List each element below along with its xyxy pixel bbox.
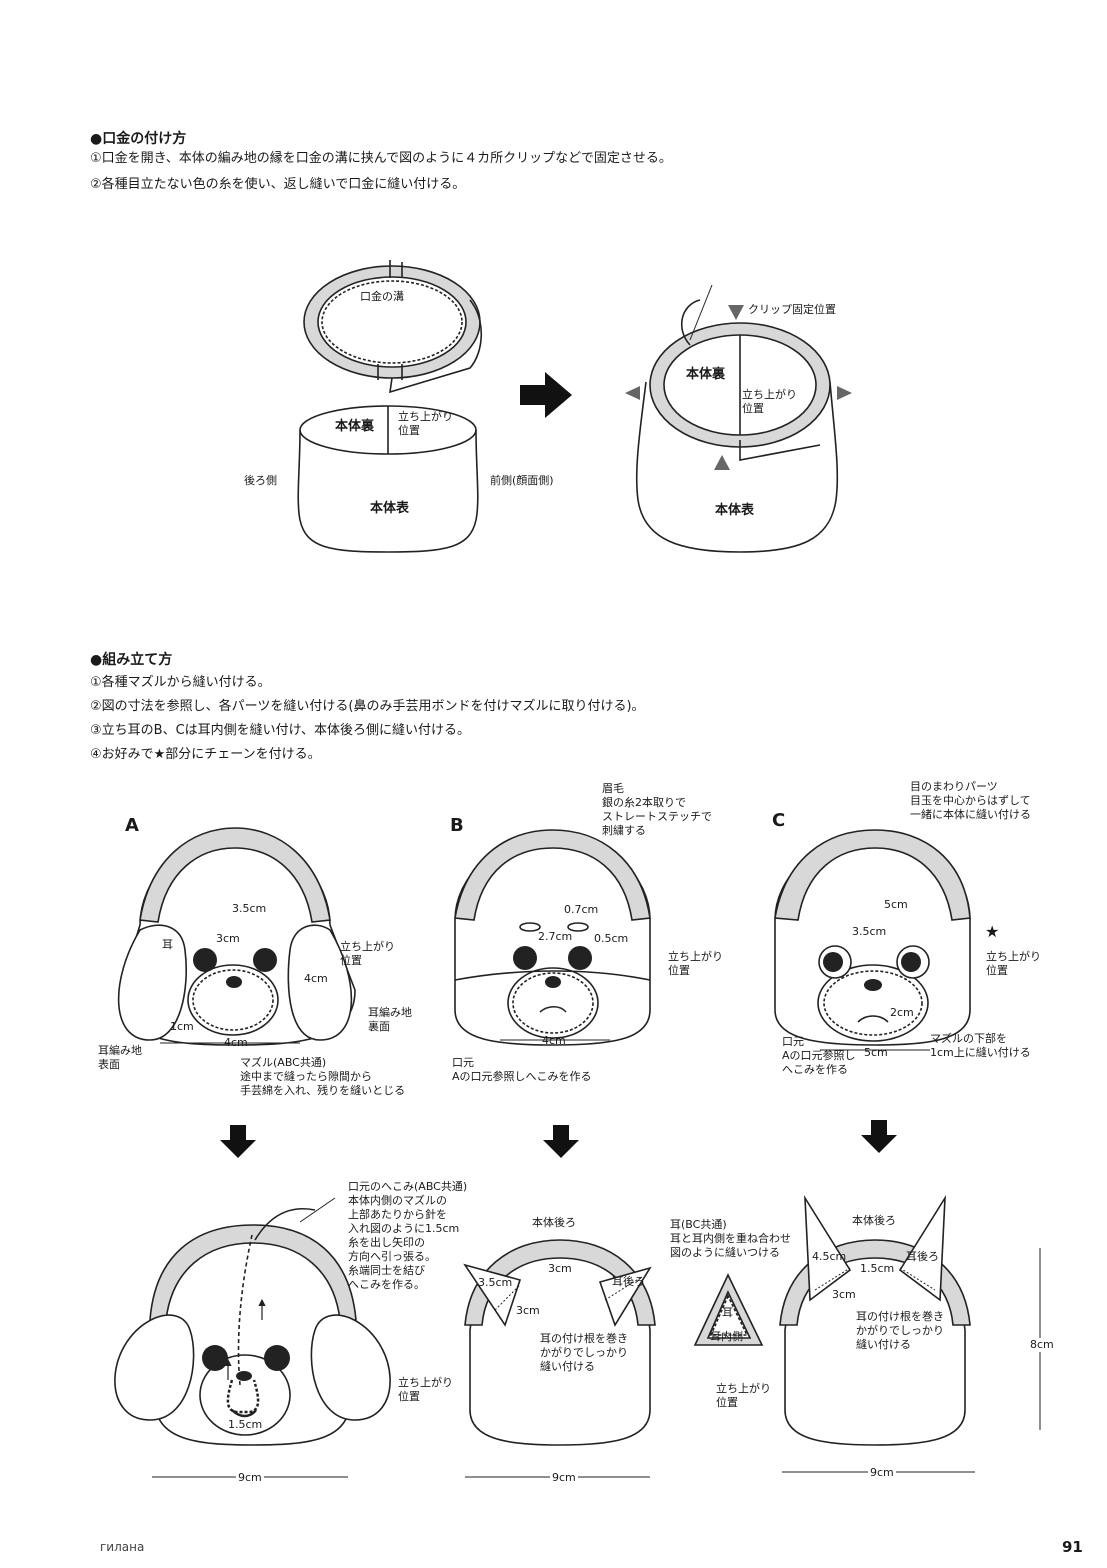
a-measure-4: 4cm <box>224 1036 248 1050</box>
arrow-down-icon <box>543 1125 579 1158</box>
diagram-a-letter: A <box>125 815 139 836</box>
b-mouth-note: 口元 Aの口元参照しへこみを作る <box>452 1056 592 1084</box>
body-inside-label: 本体裏 <box>335 420 374 434</box>
bottom-c-width: 9cm <box>868 1466 896 1480</box>
c-measure-3-5: 3.5cm <box>852 925 886 939</box>
rise-position-label-2: 立ち上がり 位置 <box>742 388 797 416</box>
bottom-b-measure-3b: 3cm <box>516 1304 540 1318</box>
diagram-b-letter: B <box>450 815 464 836</box>
bottom-c-sew-note: 耳の付け根を巻き かがりでしっかり 縫い付ける <box>856 1310 944 1352</box>
arrow-down-icon <box>220 1125 256 1158</box>
a-ear-front-label: 耳編み地 表面 <box>98 1044 142 1072</box>
bottom-a-measure-1-5: 1.5cm <box>228 1418 262 1432</box>
bottom-a-width: 9cm <box>236 1471 264 1485</box>
bottom-b-ear-back: 耳後ろ <box>612 1275 645 1289</box>
body-inside-label-2: 本体裏 <box>686 368 725 382</box>
c-measure-5: 5cm <box>864 1046 888 1060</box>
a-measure-1: 1cm <box>170 1020 194 1034</box>
body-outside-label-2: 本体表 <box>715 504 754 518</box>
page-number: 91 <box>1062 1540 1083 1554</box>
arrow-down-icon <box>861 1120 897 1153</box>
c-rise-label: 立ち上がり 位置 <box>986 950 1041 978</box>
dent-note: 口元のへこみ(ABC共通) 本体内側のマズルの 上部あたりから針を 入れ図のよう… <box>348 1180 467 1292</box>
b-measure-2-7: 2.7cm <box>538 930 572 944</box>
clip-marker-icon <box>714 455 730 470</box>
c-measure-2: 2cm <box>890 1006 914 1020</box>
c-muzzle-note: マズルの下部を 1cm上に縫い付ける <box>930 1032 1031 1060</box>
a-ear-back-label: 耳編み地 裏面 <box>368 1006 412 1034</box>
ear-part-note: 耳(BC共通) 耳と耳内側を重ね合わせ 図のように縫いつける <box>670 1218 791 1260</box>
bottom-c-measure-4-5: 4.5cm <box>812 1250 846 1264</box>
b-measure-0-5: 0.5cm <box>594 932 628 946</box>
a-muzzle-note: マズル(ABC共通) 途中まで縫ったら隙間から 手芸綿を入れ、残りを縫いとじる <box>240 1056 405 1098</box>
clip-position-label: クリップ固定位置 <box>748 303 836 317</box>
frame-open-diagram <box>304 260 481 392</box>
bottom-b-body-back: 本体後ろ <box>532 1216 576 1230</box>
clip-marker-icon <box>837 386 852 400</box>
c-measure-5-vertical: 5cm <box>884 898 908 912</box>
b-measure-4: 4cm <box>542 1034 566 1048</box>
bottom-b-width: 9cm <box>550 1471 578 1485</box>
c-eye-note: 目のまわりパーツ 目玉を中心からはずして 一緒に本体に縫い付ける <box>910 780 1031 822</box>
bottom-c-rise: 立ち上がり 位置 <box>716 1382 771 1410</box>
arrow-right-icon <box>520 372 572 418</box>
a-rise-label: 立ち上がり 位置 <box>340 940 395 968</box>
front-side-label: 前側(顔面側) <box>490 474 554 488</box>
rise-position-label: 立ち上がり 位置 <box>398 410 453 438</box>
b-rise-label: 立ち上がり 位置 <box>668 950 723 978</box>
bottom-b-measure-3-5: 3.5cm <box>478 1276 512 1290</box>
diagram-c-letter: C <box>772 810 785 831</box>
a-measure-3: 3cm <box>216 932 240 946</box>
clip-marker-icon <box>728 305 744 320</box>
body-outside-label: 本体表 <box>370 502 409 516</box>
bottom-b-sew-note: 耳の付け根を巻き かがりでしっかり 縫い付ける <box>540 1332 628 1374</box>
bottom-c-measure-1-5: 1.5cm <box>860 1262 894 1276</box>
ear-part-inner: 耳内側 <box>710 1330 743 1344</box>
b-eyebrow-note: 眉毛 銀の糸2本取りで ストレートステッチで 刺繍する <box>602 782 712 838</box>
b-measure-0-7: 0.7cm <box>564 903 598 917</box>
star-icon: ★ <box>985 925 999 939</box>
bottom-c-measure-3: 3cm <box>832 1288 856 1302</box>
groove-label: 口金の溝 <box>360 290 404 304</box>
source-watermark: гилана <box>100 1540 144 1554</box>
c-mouth-note: 口元 Aの口元参照し へこみを作る <box>782 1035 856 1077</box>
bottom-c-ear-back: 耳後ろ <box>906 1250 939 1264</box>
a-ear-label: 耳 <box>162 938 173 952</box>
bottom-b-measure-3: 3cm <box>548 1262 572 1276</box>
clip-marker-icon <box>625 386 640 400</box>
back-side-label: 後ろ側 <box>244 474 277 488</box>
a-measure-4-vertical: 4cm <box>304 972 328 986</box>
bottom-c-body-back: 本体後ろ <box>852 1214 896 1228</box>
ear-part-ear: 耳 <box>722 1306 733 1320</box>
a-measure-3-5: 3.5cm <box>232 902 266 916</box>
bottom-c-height: 8cm <box>1030 1338 1054 1352</box>
bottom-b-rise: 立ち上がり 位置 <box>398 1376 453 1404</box>
